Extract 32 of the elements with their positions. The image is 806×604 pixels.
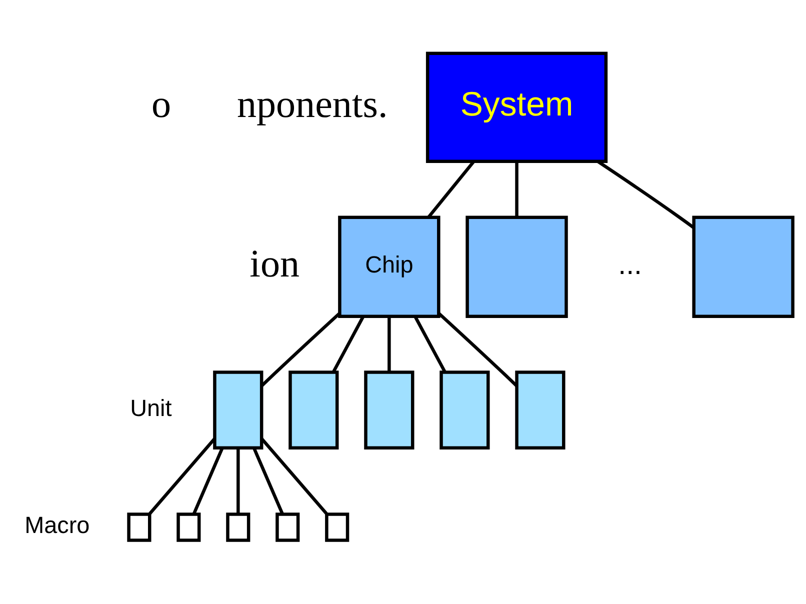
node-box: System: [425, 52, 608, 164]
node-box: [126, 512, 151, 542]
node-box: [226, 512, 250, 542]
node-box: Chip: [338, 216, 440, 318]
node-box: [212, 370, 263, 450]
node-box: [275, 512, 300, 542]
node-box: [439, 370, 490, 450]
label: Unit: [130, 394, 172, 421]
node-box: [692, 216, 794, 318]
node-box: [514, 370, 565, 450]
node-box: [324, 512, 349, 542]
label: Macro: [24, 512, 90, 538]
connector: [192, 448, 224, 515]
connector: [260, 312, 340, 388]
node-box: [288, 370, 338, 450]
connector: [413, 316, 446, 374]
node-box: [364, 370, 414, 450]
connector: [331, 316, 364, 374]
connector: [387, 316, 390, 372]
label: nponents.: [236, 83, 388, 126]
connector: [148, 437, 216, 515]
connector: [426, 160, 474, 218]
label: ion: [249, 242, 300, 286]
connector: [236, 448, 240, 514]
connector: [514, 162, 518, 218]
node-box: [465, 216, 568, 318]
node-box: [176, 512, 200, 542]
connector: [437, 312, 518, 388]
connector: [596, 160, 694, 229]
label: o: [151, 83, 171, 126]
label: ...: [618, 249, 642, 282]
connector: [252, 448, 284, 515]
